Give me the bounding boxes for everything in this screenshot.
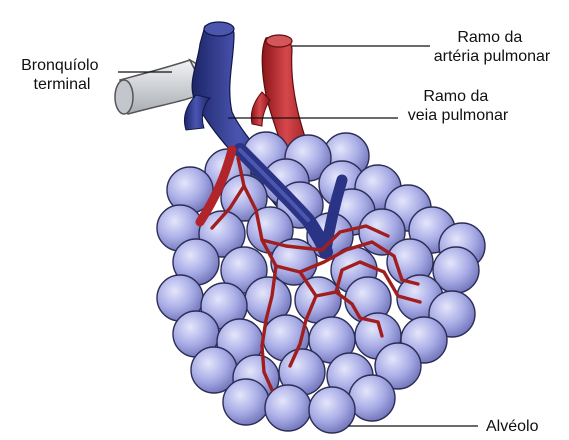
- alveolar-cluster: [157, 132, 485, 433]
- bronchiole-label: Bronquíolo terminal: [21, 57, 103, 93]
- alveolus: [223, 379, 269, 425]
- alveolus: [295, 277, 341, 323]
- alveolus: [265, 385, 311, 431]
- artery-label: Ramo da artéria pulmonar: [434, 29, 551, 65]
- vein-label: Ramo da veia pulmonar: [408, 88, 509, 124]
- alveolus-label: Alvéolo: [486, 418, 539, 435]
- alveolus: [349, 375, 395, 421]
